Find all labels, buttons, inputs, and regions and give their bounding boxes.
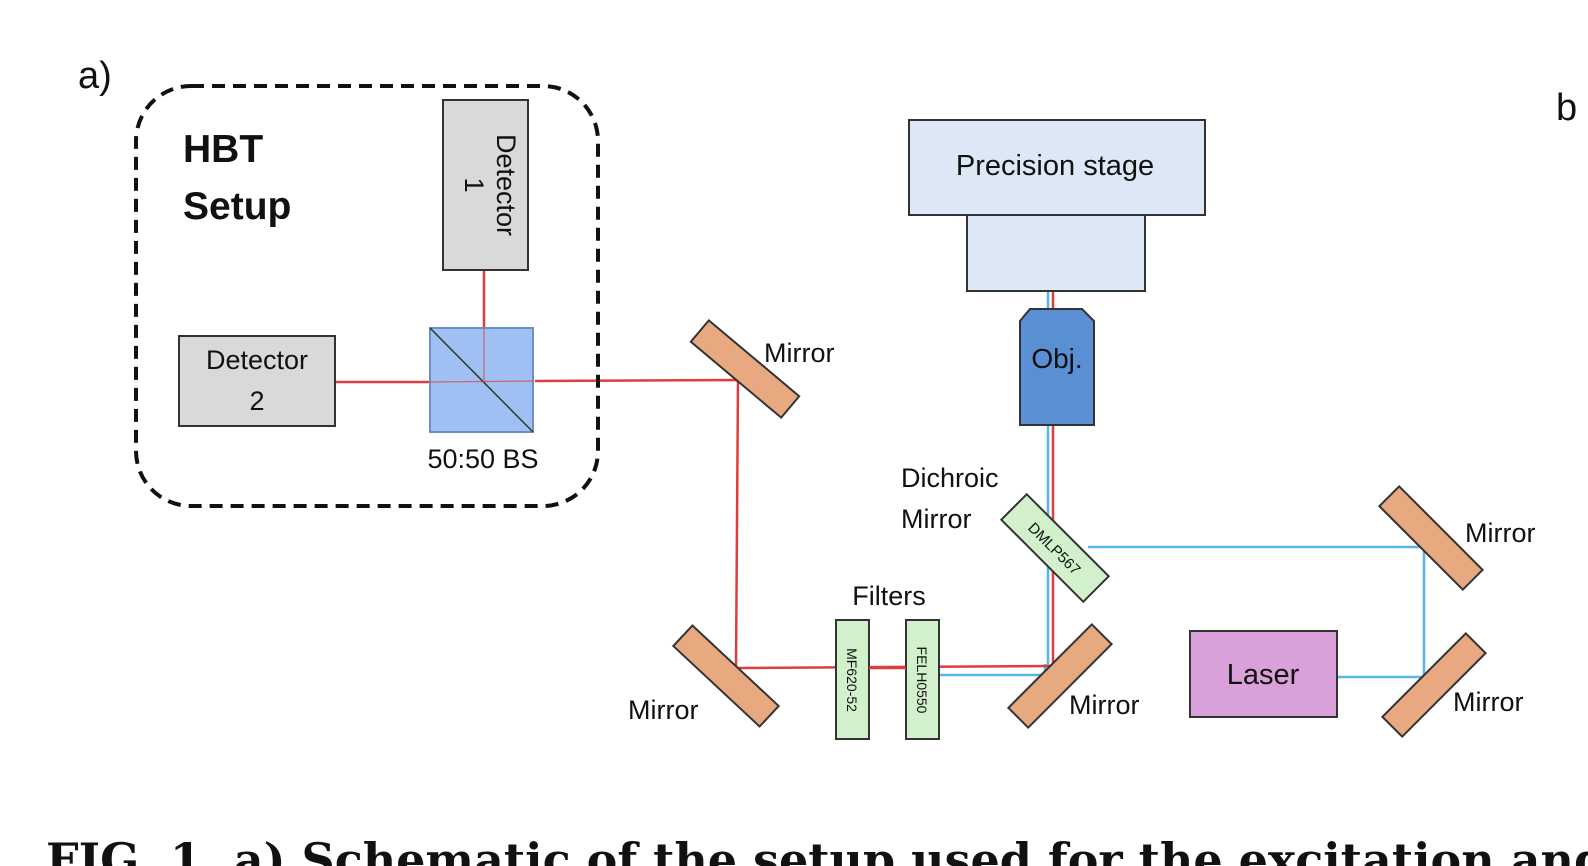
laser: Laser <box>1189 630 1338 718</box>
detector-1-label-line1: Detector <box>491 134 521 236</box>
filter-felh0550: FELH0550 <box>905 619 940 740</box>
figure-caption: FIG. 1. a) Schematic of the setup used f… <box>46 833 1588 866</box>
beamsplitter-label: 50:50 BS <box>427 444 538 474</box>
panel-b-label-cutoff: b <box>1556 87 1577 129</box>
mirror-top-left <box>689 318 801 420</box>
objective: Obj. <box>1019 308 1095 426</box>
mirror-bottom-center-label: Mirror <box>1069 690 1139 720</box>
filter-mf620-52: MF620-52 <box>835 619 870 740</box>
excitation-beam <box>940 292 1426 680</box>
detector-2-label-line2: 2 <box>249 386 264 416</box>
filter-2-label: FELH0550 <box>914 647 930 714</box>
precision-stage-label: Precision stage <box>956 150 1154 182</box>
hbt-title-line2: Setup <box>183 185 291 228</box>
precision-stage: Precision stage <box>908 119 1206 292</box>
mirror-bottom-center <box>1006 622 1114 730</box>
detector-1-label-line2: 1 <box>459 177 489 192</box>
dichroic-label-line2: Mirror <box>901 504 971 534</box>
panel-label: a) <box>78 55 112 97</box>
hbt-setup-boundary <box>134 84 600 508</box>
dichroic-label-line1: Dichroic <box>901 463 999 493</box>
mirror-right-lower-label: Mirror <box>1453 687 1523 717</box>
mirror-top-left-label: Mirror <box>764 338 834 368</box>
filters-label: Filters <box>852 581 926 611</box>
laser-label: Laser <box>1227 659 1300 691</box>
mirror-bottom-left-label: Mirror <box>628 695 698 725</box>
detector-2-label-line1: Detector <box>206 345 308 375</box>
mirror-bottom-left <box>671 624 781 728</box>
beamsplitter-cube <box>429 327 534 433</box>
objective-label: Obj. <box>1031 343 1082 374</box>
filter-1-label: MF620-52 <box>844 648 860 712</box>
mirror-right-upper <box>1377 484 1485 592</box>
detector-2: Detector 2 <box>178 335 336 427</box>
hbt-title-line1: HBT <box>183 128 263 171</box>
mirror-right-upper-label: Mirror <box>1465 518 1535 548</box>
mirror-right-lower <box>1380 631 1488 739</box>
detector-1: Detector 1 <box>442 99 529 271</box>
